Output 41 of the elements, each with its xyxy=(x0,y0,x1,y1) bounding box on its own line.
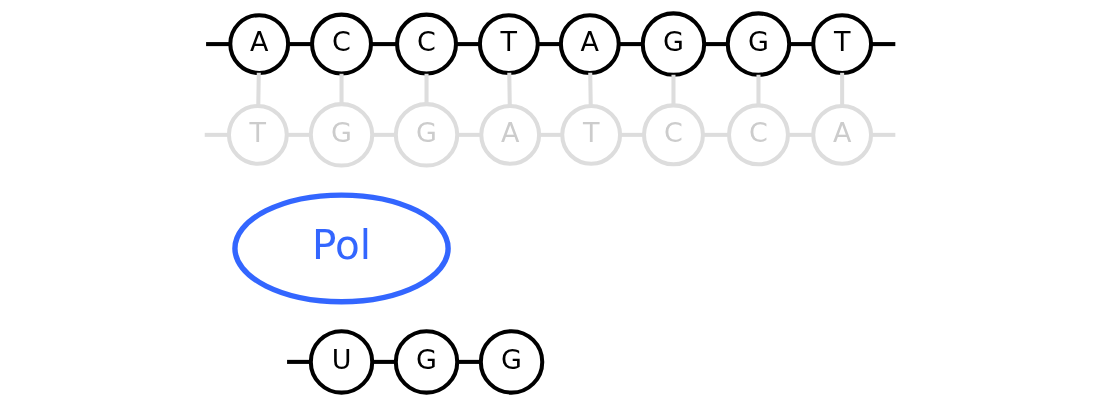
connector xyxy=(456,359,481,364)
connector xyxy=(839,72,844,106)
connector xyxy=(371,359,396,364)
connector xyxy=(619,132,644,137)
node-circle: T xyxy=(810,13,873,76)
connector xyxy=(424,73,429,104)
node-circle: U xyxy=(308,329,374,395)
connector xyxy=(703,42,728,47)
connector xyxy=(506,72,512,106)
connector xyxy=(255,72,261,106)
connector xyxy=(788,42,813,47)
node-circle: G xyxy=(640,11,706,77)
connector xyxy=(870,42,895,47)
connector xyxy=(870,132,895,137)
connector xyxy=(587,72,593,106)
connector xyxy=(755,74,760,106)
node-circle: A xyxy=(558,13,621,76)
node-ellipse: Pol xyxy=(231,192,451,305)
connector xyxy=(287,42,312,47)
node-circle: G xyxy=(393,329,459,395)
connector xyxy=(670,74,675,106)
connector xyxy=(370,42,397,47)
connector xyxy=(339,73,344,104)
connector xyxy=(205,42,231,47)
connector xyxy=(618,42,643,47)
connector xyxy=(455,42,480,47)
connector xyxy=(538,132,562,137)
node-circle: T xyxy=(477,13,540,76)
node-circle: G xyxy=(478,329,544,395)
connector xyxy=(702,132,729,137)
node-circle: C xyxy=(309,12,373,76)
connector xyxy=(371,132,396,137)
connector xyxy=(204,132,229,137)
node-circle: C xyxy=(394,12,458,76)
connector xyxy=(788,132,813,137)
connector xyxy=(286,359,311,364)
node-circle: A xyxy=(227,13,290,76)
connector xyxy=(456,132,481,137)
connector xyxy=(537,42,561,47)
node-circle: G xyxy=(725,11,791,77)
connector xyxy=(286,132,311,137)
